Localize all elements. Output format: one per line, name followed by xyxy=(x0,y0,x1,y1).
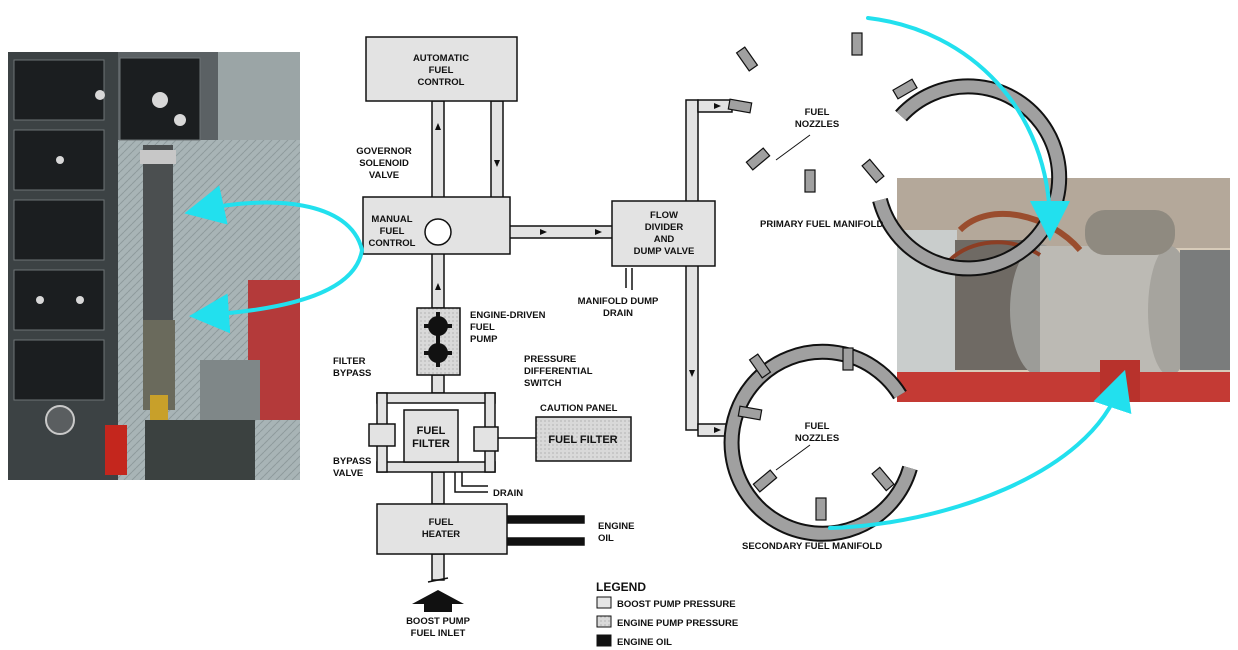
svg-text:FUEL: FUEL xyxy=(470,322,495,333)
svg-text:ENGINE PUMP PRESSURE: ENGINE PUMP PRESSURE xyxy=(617,618,738,629)
svg-text:MANIFOLD DUMP: MANIFOLD DUMP xyxy=(578,296,659,307)
svg-text:CONTROL: CONTROL xyxy=(369,238,416,249)
svg-text:DRAIN: DRAIN xyxy=(603,308,633,319)
secondary-fuel-manifold xyxy=(732,135,910,534)
svg-text:NOZZLES: NOZZLES xyxy=(795,119,839,130)
svg-text:FUEL INLET: FUEL INLET xyxy=(411,628,466,639)
svg-text:FUEL: FUEL xyxy=(380,226,405,237)
arrow-engine-lower xyxy=(830,385,1120,528)
svg-text:BOOST PUMP: BOOST PUMP xyxy=(406,616,471,627)
svg-text:AND: AND xyxy=(654,234,675,245)
svg-text:ENGINE OIL: ENGINE OIL xyxy=(617,637,672,648)
svg-text:OIL: OIL xyxy=(598,533,614,544)
pressure-switch-label: PRESSURE DIFFERENTIAL SWITCH xyxy=(524,354,593,389)
caution-panel-label: CAUTION PANEL xyxy=(540,403,618,414)
fuel-filter-label: FUEL FILTER xyxy=(412,425,450,450)
pressure-switch-box xyxy=(474,427,498,451)
bypass-valve-box xyxy=(369,424,395,446)
cockpit-photo xyxy=(8,52,300,480)
governor-solenoid-valve-label: GOVERNOR SOLENOID VALVE xyxy=(356,146,412,181)
svg-text:DIFFERENTIAL: DIFFERENTIAL xyxy=(524,366,593,377)
svg-text:NOZZLES: NOZZLES xyxy=(795,433,839,444)
svg-text:BYPASS: BYPASS xyxy=(333,368,371,379)
legend: LEGEND BOOST PUMP PRESSURE ENGINE PUMP P… xyxy=(596,580,738,648)
svg-text:BOOST PUMP PRESSURE: BOOST PUMP PRESSURE xyxy=(617,599,736,610)
svg-text:FUEL: FUEL xyxy=(429,517,454,528)
svg-text:HEATER: HEATER xyxy=(422,529,460,540)
svg-text:AUTOMATIC: AUTOMATIC xyxy=(413,53,469,64)
engine-photo xyxy=(897,178,1230,402)
governor-solenoid-valve xyxy=(425,219,451,245)
engine-driven-fuel-pump xyxy=(417,308,460,375)
svg-text:FILTER: FILTER xyxy=(412,438,450,450)
svg-text:FUEL: FUEL xyxy=(805,421,830,432)
svg-text:MANUAL: MANUAL xyxy=(371,214,412,225)
legend-item: ENGINE PUMP PRESSURE xyxy=(597,616,738,629)
flow-arrows xyxy=(435,103,721,433)
svg-text:SOLENOID: SOLENOID xyxy=(359,158,409,169)
bypass-valve-label: BYPASS VALVE xyxy=(333,456,371,479)
svg-text:PRESSURE: PRESSURE xyxy=(524,354,576,365)
svg-text:ENGINE: ENGINE xyxy=(598,521,634,532)
manifold-dump-drain-label: MANIFOLD DUMP DRAIN xyxy=(578,296,659,319)
svg-text:SWITCH: SWITCH xyxy=(524,378,562,389)
boost-pump-inlet-label: BOOST PUMP FUEL INLET xyxy=(406,616,471,639)
svg-text:FUEL: FUEL xyxy=(805,107,830,118)
legend-item: BOOST PUMP PRESSURE xyxy=(597,597,736,610)
svg-text:GOVERNOR: GOVERNOR xyxy=(356,146,412,157)
svg-text:FUEL: FUEL xyxy=(417,425,446,437)
primary-manifold-label: PRIMARY FUEL MANIFOLD xyxy=(760,219,883,230)
legend-item: ENGINE OIL xyxy=(597,635,672,648)
svg-text:FILTER: FILTER xyxy=(333,356,366,367)
primary-nozzles-label: FUEL NOZZLES xyxy=(795,107,839,130)
svg-text:DUMP VALVE: DUMP VALVE xyxy=(634,246,695,257)
filter-bypass-label: FILTER BYPASS xyxy=(333,356,371,379)
legend-title: LEGEND xyxy=(596,580,646,594)
secondary-nozzles-label: FUEL NOZZLES xyxy=(795,421,839,444)
svg-text:ENGINE-DRIVEN: ENGINE-DRIVEN xyxy=(470,310,546,321)
svg-text:CONTROL: CONTROL xyxy=(418,77,465,88)
legend-swatch xyxy=(597,597,611,608)
drain-label: DRAIN xyxy=(493,488,523,499)
engine-oil-label: ENGINE OIL xyxy=(598,521,634,544)
secondary-manifold-label: SECONDARY FUEL MANIFOLD xyxy=(742,541,882,552)
svg-text:FUEL: FUEL xyxy=(429,65,454,76)
svg-text:VALVE: VALVE xyxy=(369,170,399,181)
svg-text:VALVE: VALVE xyxy=(333,468,363,479)
svg-text:BYPASS: BYPASS xyxy=(333,456,371,467)
svg-text:PUMP: PUMP xyxy=(470,334,498,345)
engine-driven-pump-label: ENGINE-DRIVEN FUEL PUMP xyxy=(470,310,546,345)
svg-text:FLOW: FLOW xyxy=(650,210,678,221)
legend-swatch xyxy=(597,635,611,646)
fuel-filter-caution-label: FUEL FILTER xyxy=(548,434,617,446)
legend-swatch xyxy=(597,616,611,627)
svg-text:DIVIDER: DIVIDER xyxy=(645,222,684,233)
boost-inlet-arrow xyxy=(412,590,464,612)
